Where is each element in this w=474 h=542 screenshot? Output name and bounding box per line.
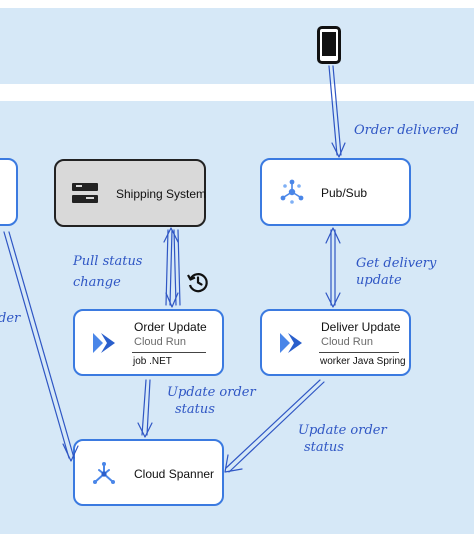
annotation-update-order-mid-line1: Update order	[167, 385, 256, 400]
shipping-system-icon	[72, 183, 98, 203]
cut-off-node-left[interactable]	[0, 158, 18, 226]
annotation-pull-status-line2: change	[73, 275, 121, 290]
cloud-run-icon	[93, 333, 115, 353]
annotation-get-delivery-line2: update	[356, 273, 402, 288]
annotation-update-order-mid-line2: status	[175, 402, 215, 417]
shipping-system-node[interactable]: Shipping System	[54, 159, 206, 227]
annotation-update-order-mid: Update order status	[167, 384, 256, 418]
pubsub-node[interactable]: Pub/Sub	[260, 158, 411, 226]
cloud-run-icon	[280, 333, 302, 353]
order-update-label: Order Update	[134, 320, 207, 334]
deliver-update-node[interactable]: Deliver Update Cloud Run worker Java Spr…	[260, 309, 411, 376]
annotation-left-cut: der	[0, 311, 21, 326]
pubsub-label: Pub/Sub	[321, 186, 368, 200]
order-update-node[interactable]: Order Update Cloud Run job .NET	[73, 309, 224, 376]
annotation-order-delivered: Order delivered	[354, 123, 459, 138]
order-update-sub: Cloud Run	[134, 336, 186, 348]
annotation-pull-status: Pull status change	[73, 253, 142, 291]
cloud-spanner-icon	[93, 462, 115, 484]
shipping-system-label: Shipping System	[116, 187, 207, 201]
top-band	[0, 0, 474, 84]
top-band-margin	[0, 0, 474, 8]
deliver-update-sub: Cloud Run	[321, 336, 373, 348]
annotation-get-delivery: Get delivery update	[356, 255, 436, 289]
annotation-get-delivery-line1: Get delivery	[356, 256, 437, 271]
cloud-spanner-label: Cloud Spanner	[134, 467, 215, 481]
annotation-update-order-right-line1: Update order	[298, 423, 387, 438]
annotation-pull-status-line1: Pull status	[73, 254, 143, 269]
mobile-phone-icon[interactable]	[317, 26, 341, 64]
deliver-update-label: Deliver Update	[321, 320, 401, 334]
order-update-divider	[132, 352, 206, 353]
order-update-foot: job .NET	[133, 356, 172, 367]
deliver-update-foot: worker Java Spring	[320, 356, 406, 367]
history-icon	[187, 273, 208, 293]
band-gap	[0, 84, 474, 101]
annotation-update-order-right-line2: status	[304, 440, 344, 455]
pubsub-icon	[280, 179, 304, 204]
cloud-spanner-node[interactable]: Cloud Spanner	[73, 439, 224, 506]
deliver-update-divider	[319, 352, 399, 353]
annotation-update-order-right: Update order status	[298, 422, 387, 456]
